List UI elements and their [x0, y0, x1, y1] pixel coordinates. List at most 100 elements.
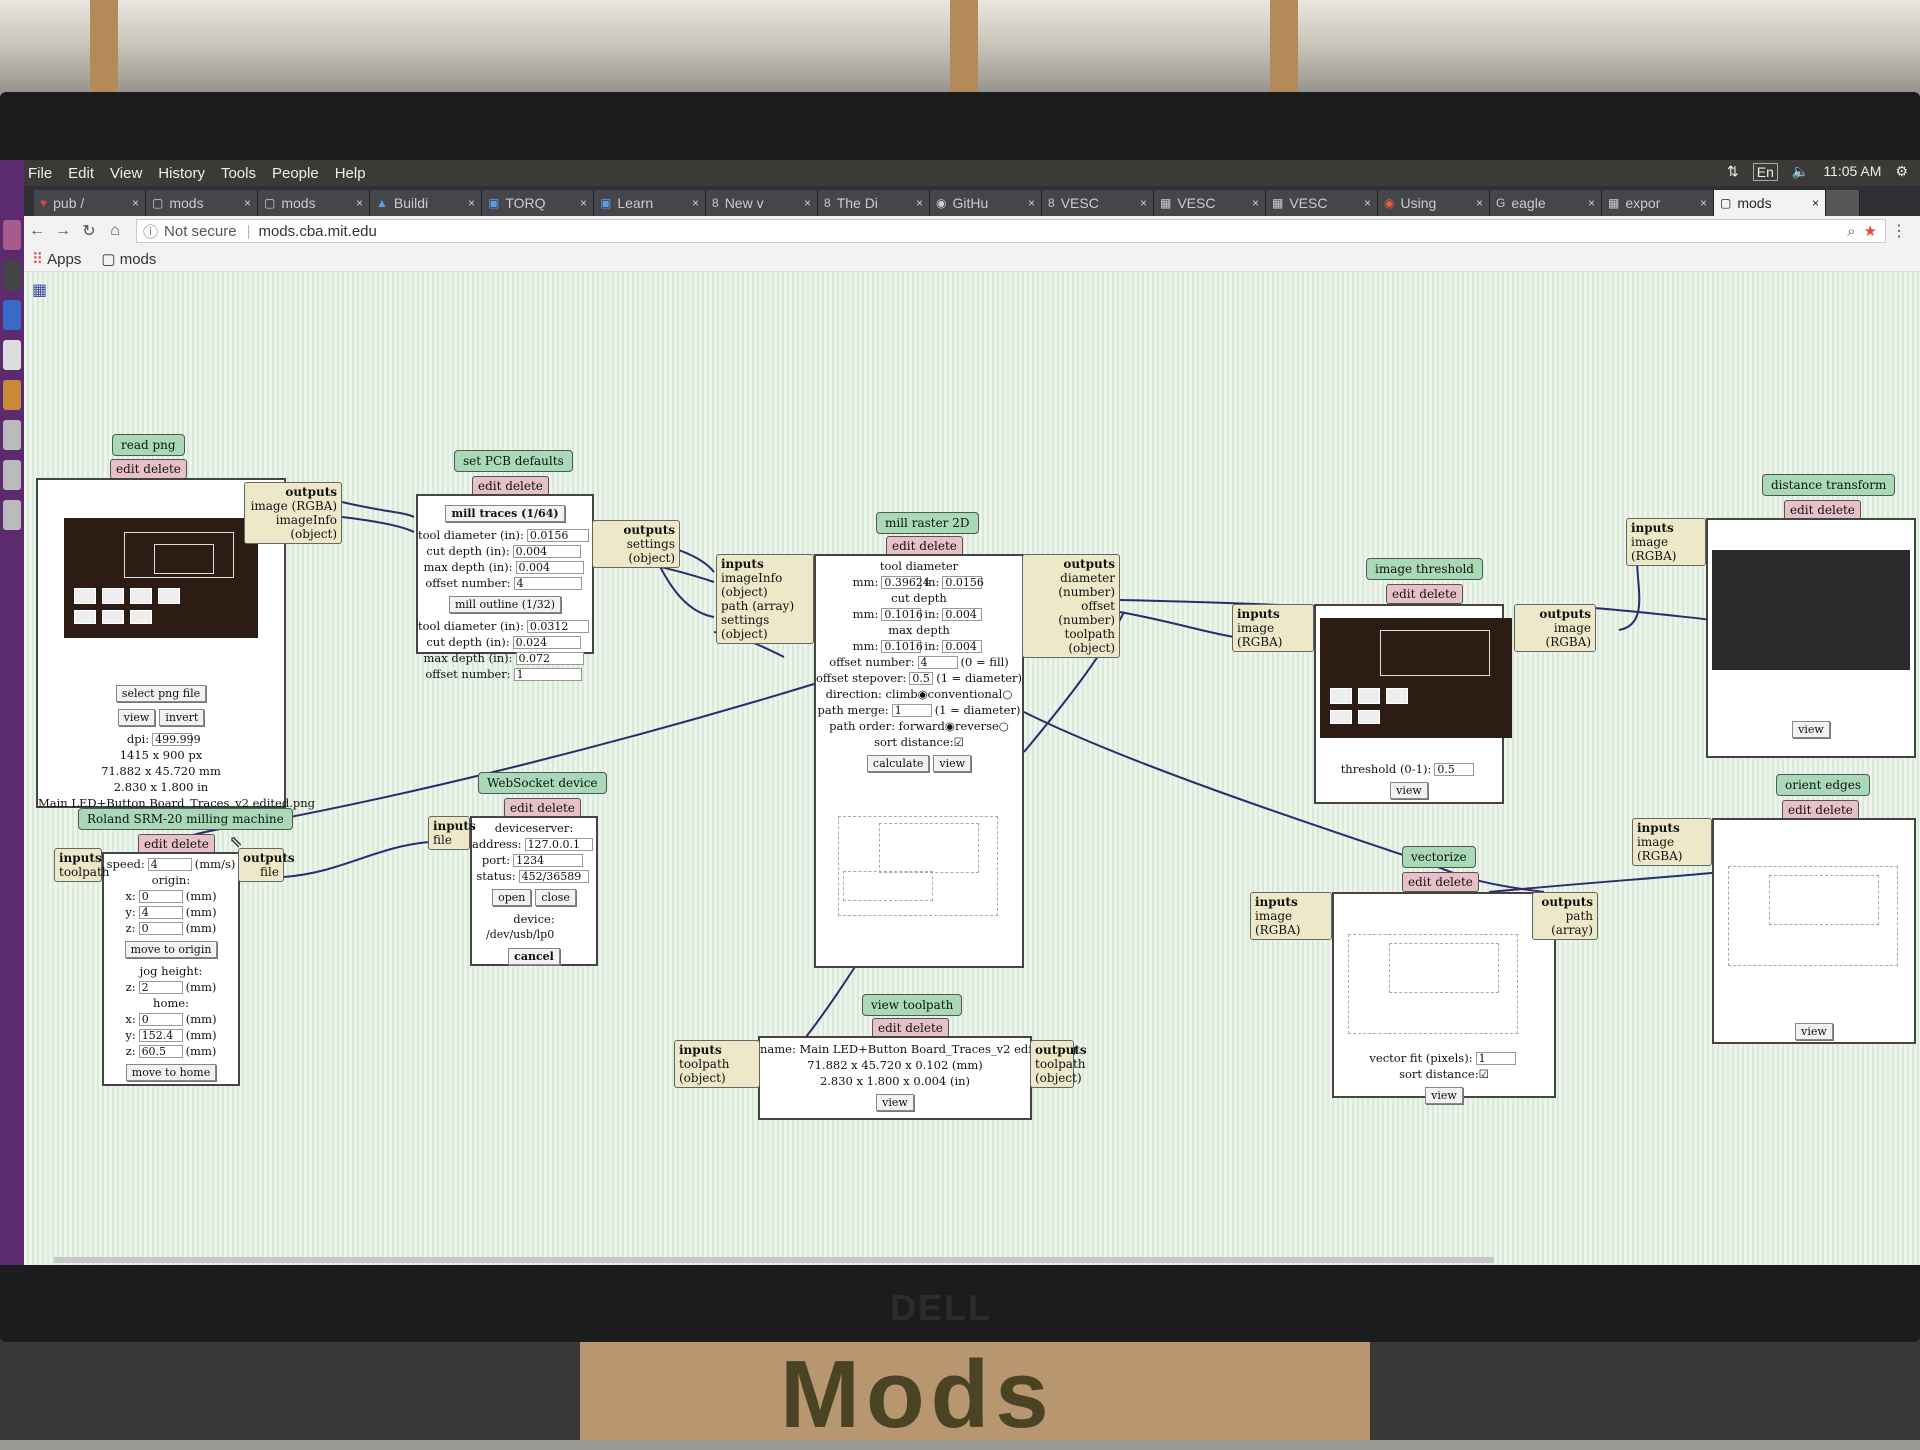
browser-tab[interactable]: ▣Learn× [594, 190, 706, 216]
home-z-input[interactable]: 60.5 [138, 1044, 183, 1058]
module-title-mill-raster-2d[interactable]: mill raster 2D [876, 512, 979, 534]
menu-people[interactable]: People [271, 164, 319, 182]
url-text[interactable]: mods.cba.mit.edu [258, 222, 377, 240]
mill-outline-button[interactable]: mill outline (1/32) [448, 596, 562, 613]
view-button[interactable]: view [933, 755, 972, 772]
info-icon[interactable]: ⓘ [143, 223, 159, 241]
menu-grid-icon[interactable]: ▦ [32, 280, 48, 299]
tool-diameter-input[interactable]: 0.0156 [526, 528, 589, 542]
edit-delete-button[interactable]: edit delete [472, 476, 549, 496]
mill-traces-button[interactable]: mill traces (1/64) [445, 505, 565, 522]
origin-x-input[interactable]: 0 [138, 889, 183, 903]
close-icon[interactable]: × [1475, 196, 1483, 210]
launcher-app-icon[interactable] [3, 500, 21, 530]
offset-stepover-input[interactable]: 0.5 [909, 671, 934, 685]
close-icon[interactable]: × [1363, 196, 1371, 210]
edit-delete-button[interactable]: edit delete [1402, 872, 1479, 892]
dpi-input[interactable]: 499.999 [152, 732, 201, 746]
browser-tab[interactable]: ♥pub / × [34, 190, 146, 216]
launcher-app-icon[interactable] [3, 300, 21, 330]
max-depth-mm-input[interactable]: 0.1016 [881, 639, 923, 653]
cancel-button[interactable]: cancel [508, 948, 560, 965]
edit-delete-button[interactable]: edit delete [1784, 500, 1861, 520]
tool-diameter-mm-input[interactable]: 0.39624 [881, 575, 930, 589]
offset-number-input[interactable]: 4 [917, 655, 958, 669]
threshold-input[interactable]: 0.5 [1434, 762, 1475, 776]
browser-tab[interactable]: ▲Buildi× [370, 190, 482, 216]
module-title-image-threshold[interactable]: image threshold [1366, 558, 1483, 580]
menu-view[interactable]: View [110, 164, 143, 182]
port-input[interactable]: 1234 [513, 853, 584, 867]
tool-diameter-in-input[interactable]: 0.0156 [942, 575, 984, 589]
arrows-icon[interactable]: ⇅ [1727, 163, 1739, 179]
new-tab-button[interactable] [1826, 190, 1860, 216]
launcher-app-icon[interactable] [3, 460, 21, 490]
max-depth-in-input[interactable]: 0.004 [942, 639, 983, 653]
menu-history[interactable]: History [158, 164, 205, 182]
address-bar[interactable]: ⓘ Not secure | mods.cba.mit.edu ⌕ ★ [136, 219, 1886, 243]
offset-number-input[interactable]: 4 [513, 576, 582, 590]
close-icon[interactable]: × [691, 196, 699, 210]
close-icon[interactable]: × [803, 196, 811, 210]
mods-canvas[interactable]: ▦ read png edit delete select png file v… [24, 272, 1920, 1265]
close-icon[interactable]: × [355, 196, 363, 210]
module-title-view-toolpath[interactable]: view toolpath [862, 994, 963, 1016]
close-icon[interactable]: × [915, 196, 923, 210]
back-icon[interactable]: ← [29, 222, 45, 239]
move-to-origin-button[interactable]: move to origin [124, 941, 218, 958]
speed-input[interactable]: 4 [147, 857, 192, 871]
module-title-distance-transform[interactable]: distance transform [1762, 474, 1896, 496]
security-indicator[interactable]: Not secure [164, 222, 237, 240]
edit-delete-button[interactable]: edit delete [110, 459, 187, 479]
horizontal-scrollbar[interactable] [54, 1257, 1494, 1263]
gear-icon[interactable]: ⚙ [1895, 163, 1908, 179]
browser-tab-active[interactable]: ▢mods× [1714, 190, 1826, 216]
module-title-websocket-device[interactable]: WebSocket device [478, 772, 607, 794]
path-merge-input[interactable]: 1 [891, 703, 932, 717]
radio-conventional[interactable]: ○ [1002, 687, 1013, 701]
open-button[interactable]: open [492, 889, 532, 906]
home-icon[interactable]: ⌂ [110, 222, 120, 239]
radio-reverse[interactable]: ○ [998, 719, 1009, 733]
view-button[interactable]: view [1792, 721, 1830, 738]
module-title-vectorize[interactable]: vectorize [1402, 846, 1476, 868]
star-icon[interactable]: ★ [1863, 223, 1877, 240]
sort-distance-checkbox[interactable]: ☑ [953, 735, 964, 749]
menu-tools[interactable]: Tools [220, 164, 256, 182]
close-icon[interactable]: × [1699, 196, 1707, 210]
browser-tab[interactable]: ◉Using× [1378, 190, 1490, 216]
close-icon[interactable]: × [243, 196, 251, 210]
edit-delete-button[interactable]: edit delete [138, 834, 215, 854]
browser-menu-icon[interactable]: ⋮ [1891, 223, 1907, 240]
move-to-home-button[interactable]: move to home [125, 1064, 217, 1081]
sort-distance-checkbox[interactable]: ☑ [1478, 1067, 1489, 1081]
launcher-app-icon[interactable] [3, 260, 21, 290]
launcher-app-icon[interactable] [3, 420, 21, 450]
module-title-read-png[interactable]: read png [112, 434, 185, 456]
keyboard-language[interactable]: En [1752, 163, 1778, 181]
module-title-roland-srm20[interactable]: Roland SRM-20 milling machine [78, 808, 293, 830]
menu-help[interactable]: Help [334, 164, 366, 182]
cut-depth-in-input[interactable]: 0.004 [942, 607, 983, 621]
origin-z-input[interactable]: 0 [138, 921, 183, 935]
launcher-app-icon[interactable] [3, 340, 21, 370]
home-x-input[interactable]: 0 [138, 1012, 183, 1026]
browser-tab[interactable]: ◉GitHu× [930, 190, 1042, 216]
close-icon[interactable]: × [1027, 196, 1035, 210]
reload-icon[interactable]: ↻ [82, 223, 96, 240]
close-icon[interactable]: × [1251, 196, 1259, 210]
cut-depth-mm-input[interactable]: 0.1016 [881, 607, 923, 621]
clock[interactable]: 11:05 AM [1823, 163, 1882, 179]
radio-climb[interactable]: ◉ [917, 687, 928, 701]
close-icon[interactable]: × [579, 196, 587, 210]
browser-tab[interactable]: ▦VESC× [1266, 190, 1378, 216]
